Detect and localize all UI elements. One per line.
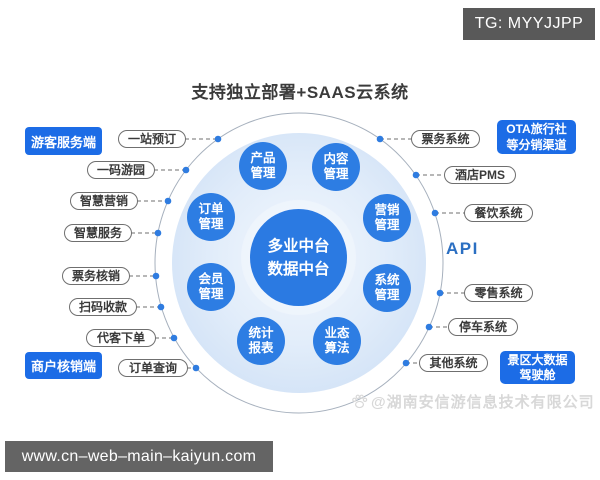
pill-other-system: 其他系统 [419,354,488,372]
ring-dots [152,135,444,372]
pill-smart-marketing: 智慧营销 [70,192,138,210]
node-system-mgmt: 系统 管理 [363,264,411,312]
pill-parking-system: 停车系统 [448,318,518,336]
node-content-mgmt: 内容 管理 [312,143,360,191]
pill-one-stop-booking: 一站预订 [118,130,186,148]
center-line: 数据中台 [267,260,330,278]
node-line: 管理 [374,218,400,232]
pill-one-code-park: 一码游园 [87,161,155,179]
node-marketing-mgmt: 营销 管理 [363,194,411,242]
node-line: 管理 [198,287,224,301]
node-line: 产品 [250,151,276,165]
center-line: 多业中台 [267,237,330,255]
pill-dining-system: 餐饮系统 [464,204,533,222]
node-line: 订单 [198,202,224,216]
paw-print-icon [352,394,368,409]
tag-line: OTA旅行社 [506,122,567,136]
node-member-mgmt: 会员 管理 [187,263,235,311]
pill-scan-pay: 扫码收款 [69,298,137,316]
node-line: 管理 [198,217,224,231]
node-center-platform: 多业中台 数据中台 [250,209,347,306]
node-line: 算法 [324,341,350,355]
pill-proxy-order: 代客下单 [86,329,156,347]
tag-line: 等分销渠道 [506,138,567,152]
node-line: 营销 [374,203,400,217]
watermark: @湖南安信游信息技术有限公司 [351,391,595,412]
node-line: 管理 [250,166,276,180]
node-order-mgmt: 订单 管理 [187,193,235,241]
page-title: 支持独立部署+SAAS云系统 [191,83,409,102]
node-line: 业态 [324,326,350,340]
node-line: 会员 [198,272,224,286]
node-stats-report: 统计 报表 [237,317,285,365]
tag-bigdata-cockpit: 景区大数据 驾驶舱 [500,351,575,384]
tg-contact-badge: TG: MYYJJPP [463,8,595,40]
tag-line: 驾驶舱 [519,367,556,382]
node-line: 管理 [374,288,400,302]
pill-retail-system: 零售系统 [464,284,533,302]
pill-order-query: 订单查询 [118,359,188,377]
node-line: 管理 [323,167,349,181]
node-business-algo: 业态 算法 [313,317,361,365]
node-product-mgmt: 产品 管理 [239,142,287,190]
watermark-text: @湖南安信游信息技术有限公司 [371,394,595,411]
node-line: 报表 [248,341,274,355]
node-line: 统计 [248,326,274,340]
tag-visitor-service-side: 游客服务端 [25,127,102,155]
pill-ticket-system: 票务系统 [411,130,480,148]
tag-merchant-redeem-side: 商户核销端 [25,352,102,379]
node-line: 系统 [374,273,400,287]
pill-smart-service: 智慧服务 [64,224,132,242]
pill-ticket-redeem: 票务核销 [62,267,130,285]
tag-ota-distribution: OTA旅行社 等分销渠道 [497,120,576,154]
api-label: API [446,239,479,258]
url-bar: www.cn–web–main–kaiyun.com [5,441,273,472]
node-line: 内容 [323,152,349,166]
pill-hotel-pms: 酒店PMS [444,166,516,184]
tag-line: 景区大数据 [507,352,568,367]
outer-ring [154,112,444,414]
